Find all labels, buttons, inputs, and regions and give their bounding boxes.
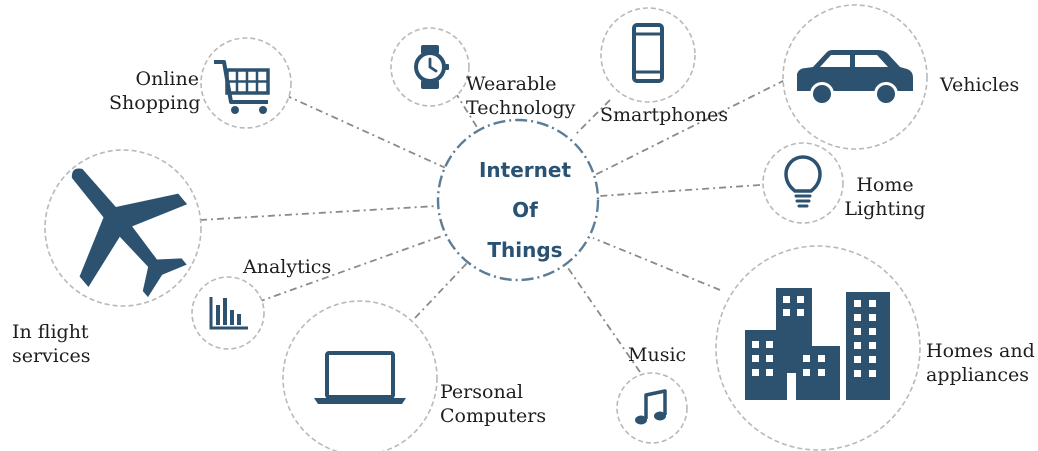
personal-computers-label-line-2: Computers [440,405,547,427]
in-flight-services-label: In flight services [12,320,91,368]
home-lighting-node [762,142,844,224]
connector-vehicles [594,79,786,176]
smartphone-icon [632,23,664,83]
personal-computers-node [282,300,438,451]
connector-wearable-technology [454,91,481,133]
airplane-icon [71,168,188,298]
hub-line-2: Of [512,198,538,222]
bar-chart-icon [209,297,248,330]
home-lighting-label-line-2: Lighting [844,198,926,220]
music-node [616,372,688,444]
wearable-technology-label: Wearable Technology [466,72,586,120]
in-flight-services-label-line-2: services [12,345,91,367]
home-lighting-label: Home Lighting [840,173,930,221]
music-label: Music [628,344,687,366]
connector-personal-computers [414,261,469,319]
analytics-label: Analytics [243,256,332,278]
home-lighting-label-line-1: Home [856,174,914,196]
iot-hub-label: Internet Of Things [450,150,600,270]
smartphones-node [600,7,696,103]
wearable-technology-label-line-1: Wearable [466,73,557,95]
analytics-node [191,276,265,350]
connector-online-shopping [284,94,451,171]
hub-line-3: Things [487,238,563,262]
connector-homes-and-appliances [592,237,721,291]
homes-and-appliances-label: Homes and appliances [926,339,1035,387]
connector-analytics [257,235,443,303]
music-note-icon [635,389,667,425]
wearable-technology-label-line-2: Technology [466,97,576,119]
wristwatch-icon [414,45,449,89]
in-flight-services-label-line-1: In flight [12,321,89,343]
online-shopping-label: Online Shopping [109,67,201,115]
online-shopping-label-line-1: Online [135,68,199,90]
laptop-icon [314,351,406,404]
car-icon [797,50,913,106]
shopping-cart-icon [214,60,270,114]
connector-in-flight-services [199,205,438,221]
homes-and-appliances-label-line-2: appliances [926,364,1030,386]
light-bulb-icon [784,155,822,208]
hub-line-1: Internet [478,158,572,182]
connector-home-lighting [599,184,761,197]
vehicles-label: Vehicles [940,74,1020,96]
homes-and-appliances-label-line-1: Homes and [926,340,1035,362]
buildings-icon [745,288,890,400]
online-shopping-label-line-2: Shopping [109,92,201,114]
smartphones-label: Smartphones [600,104,729,126]
connectors [199,79,786,373]
personal-computers-label: Personal Computers [440,380,546,428]
iot-hub-ring [436,118,600,282]
personal-computers-label-line-1: Personal [440,381,524,403]
connector-music [567,267,641,373]
